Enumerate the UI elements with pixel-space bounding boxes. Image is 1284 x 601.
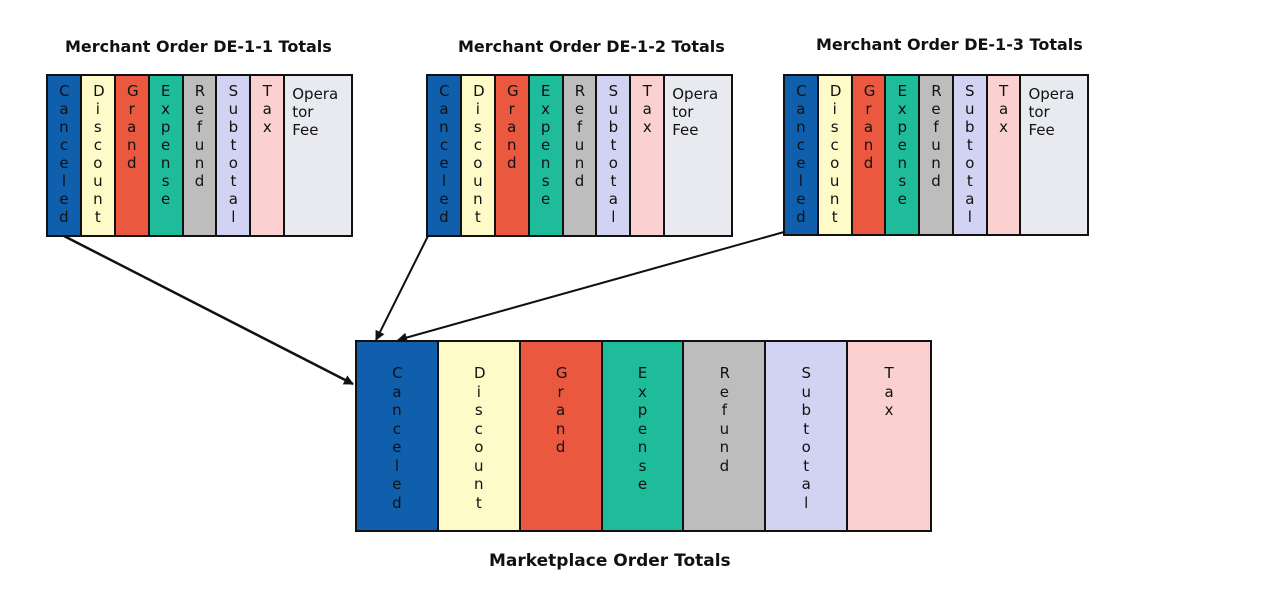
column-label-expense: Expense: [897, 82, 907, 208]
column-subtotal: Subtotal: [766, 342, 849, 530]
column-label-canceled: Canceled: [59, 82, 70, 226]
column-label-subtotal: Subtotal: [965, 82, 975, 226]
column-tax: Tax: [251, 76, 286, 235]
column-refund: Refund: [183, 76, 218, 235]
column-label-expense: Expense: [160, 82, 171, 208]
column-refund: Refund: [920, 76, 954, 234]
operator-fee-line: tor: [672, 103, 694, 121]
column-label-grand: Grand: [126, 82, 139, 172]
column-grand: Grand: [852, 76, 887, 234]
merchant-totals-box-de-1-2: Canceled Discount Grand Expense Refund S…: [426, 74, 733, 237]
operator-fee-line: Fee: [1028, 121, 1055, 139]
column-label-subtotal: Subtotal: [228, 82, 239, 226]
column-label-canceled: Canceled: [796, 82, 807, 226]
column-label-tax: Tax: [884, 364, 894, 419]
column-grand: Grand: [520, 342, 603, 530]
column-canceled: Canceled: [785, 76, 819, 234]
column-canceled: Canceled: [357, 342, 439, 530]
column-label-subtotal: Subtotal: [608, 82, 619, 226]
column-label-operator-fee: Opera tor Fee: [292, 85, 348, 235]
column-canceled: Canceled: [48, 76, 82, 235]
column-label-subtotal: Subtotal: [801, 364, 811, 512]
column-label-expense: Expense: [540, 82, 551, 208]
column-tax: Tax: [631, 76, 666, 235]
column-grand: Grand: [495, 76, 530, 235]
column-discount: Discount: [461, 76, 496, 235]
column-expense: Expense: [149, 76, 184, 235]
operator-fee-line: tor: [1028, 103, 1050, 121]
column-label-discount: Discount: [829, 82, 842, 226]
operator-fee-line: tor: [292, 103, 314, 121]
column-label-canceled: Canceled: [392, 364, 403, 512]
column-operator-fee: Opera tor Fee: [1021, 76, 1088, 234]
column-label-refund: Refund: [931, 82, 942, 190]
merchant-totals-box-de-1-1: Canceled Discount Grand Expense Refund S…: [46, 74, 353, 237]
operator-fee-line: Fee: [292, 121, 319, 139]
column-label-tax: Tax: [642, 82, 652, 136]
group-title-de-1-3: Merchant Order DE-1-3 Totals: [816, 35, 1083, 54]
group-title-de-1-1: Merchant Order DE-1-1 Totals: [65, 37, 332, 56]
column-expense: Expense: [529, 76, 564, 235]
column-refund: Refund: [684, 342, 767, 530]
column-operator-fee: Opera tor Fee: [285, 76, 352, 235]
column-label-discount: Discount: [473, 82, 485, 226]
column-canceled: Canceled: [428, 76, 462, 235]
column-operator-fee: Opera tor Fee: [665, 76, 732, 235]
column-label-refund: Refund: [194, 82, 206, 190]
column-label-operator-fee: Opera tor Fee: [1028, 85, 1084, 234]
operator-fee-line: Opera: [292, 85, 339, 103]
marketplace-title: Marketplace Order Totals: [489, 551, 731, 571]
column-label-refund: Refund: [719, 364, 731, 475]
column-discount: Discount: [438, 342, 521, 530]
arrow-de-1-3-to-marketplace: [397, 231, 785, 343]
column-subtotal: Subtotal: [597, 76, 632, 235]
operator-fee-line: Fee: [672, 121, 699, 139]
column-label-canceled: Canceled: [439, 82, 450, 226]
marketplace-totals-box: Canceled Discount Grand Expense Refund S…: [355, 340, 932, 532]
column-refund: Refund: [563, 76, 598, 235]
column-subtotal: Subtotal: [953, 76, 988, 234]
column-label-grand: Grand: [555, 364, 568, 456]
column-label-operator-fee: Opera tor Fee: [672, 85, 728, 235]
group-title-de-1-2: Merchant Order DE-1-2 Totals: [458, 37, 725, 56]
column-label-discount: Discount: [474, 364, 486, 512]
column-grand: Grand: [115, 76, 150, 235]
column-tax: Tax: [848, 342, 931, 530]
column-expense: Expense: [602, 342, 685, 530]
operator-fee-line: Opera: [1028, 85, 1075, 103]
operator-fee-line: Opera: [672, 85, 719, 103]
column-subtotal: Subtotal: [217, 76, 252, 235]
column-expense: Expense: [886, 76, 921, 234]
column-label-discount: Discount: [93, 82, 105, 226]
column-discount: Discount: [81, 76, 116, 235]
column-label-grand: Grand: [506, 82, 519, 172]
merchant-totals-box-de-1-3: Canceled Discount Grand Expense Refund S…: [783, 74, 1089, 236]
column-tax: Tax: [987, 76, 1022, 234]
arrow-de-1-1-to-marketplace: [63, 234, 354, 386]
column-label-refund: Refund: [574, 82, 586, 190]
column-discount: Discount: [818, 76, 853, 234]
column-label-tax: Tax: [998, 82, 1009, 136]
column-label-expense: Expense: [637, 364, 648, 493]
arrow-de-1-2-to-marketplace: [375, 235, 429, 341]
column-label-grand: Grand: [863, 82, 876, 172]
column-label-tax: Tax: [262, 82, 272, 136]
